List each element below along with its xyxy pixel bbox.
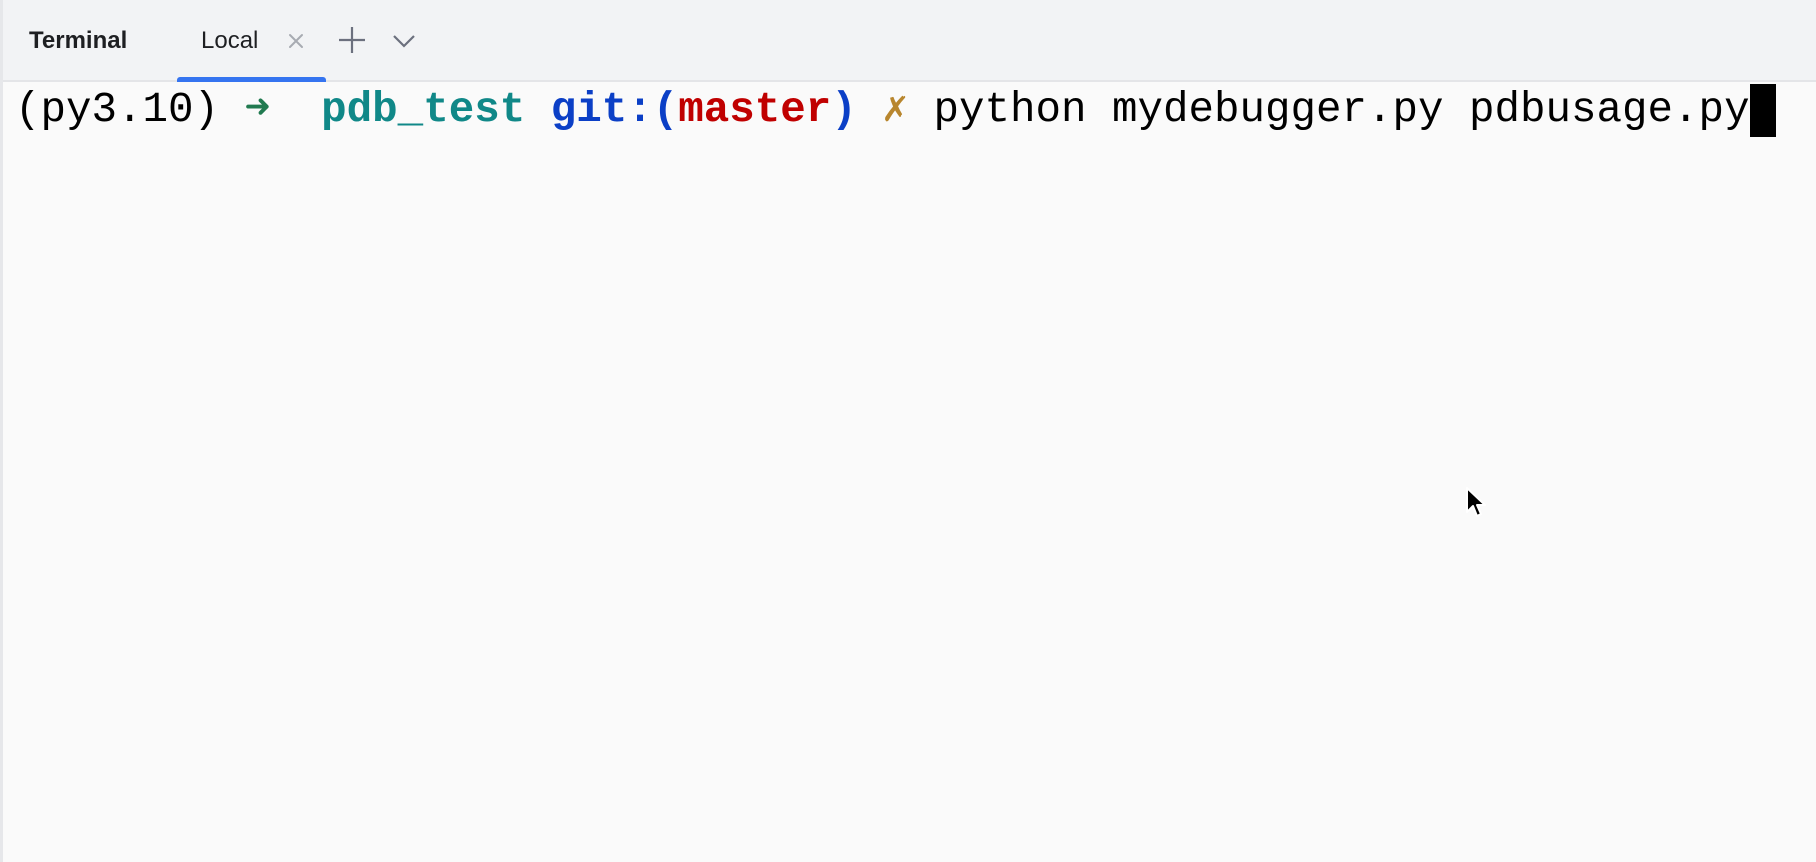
chevron-down-icon[interactable] bbox=[391, 28, 417, 54]
venv-indicator: (py3.10) bbox=[15, 86, 220, 134]
git-prefix: git:( bbox=[550, 86, 679, 134]
dirty-marker-icon: ✗ bbox=[882, 86, 908, 134]
current-directory: pdb_test bbox=[321, 86, 526, 134]
tool-window-header: Terminal Local bbox=[3, 0, 1816, 82]
active-tab-indicator bbox=[177, 77, 326, 82]
terminal-output[interactable]: (py3.10) ➜ pdb_test git:(master) ✗ pytho… bbox=[3, 82, 1816, 862]
command-text[interactable]: python mydebugger.py pdbusage.py bbox=[933, 86, 1750, 134]
plus-icon[interactable] bbox=[336, 24, 368, 56]
tab-label[interactable]: Local bbox=[201, 27, 259, 54]
left-border bbox=[0, 0, 3, 862]
panel-title: Terminal bbox=[29, 27, 128, 54]
git-suffix: ) bbox=[831, 86, 857, 134]
git-branch: master bbox=[678, 86, 832, 134]
text-cursor bbox=[1749, 84, 1776, 137]
tab-local[interactable]: Local bbox=[174, 0, 326, 82]
command-line: (py3.10) ➜ pdb_test git:(master) ✗ pytho… bbox=[15, 84, 1776, 137]
prompt-arrow-icon: ➜ bbox=[244, 86, 271, 134]
close-icon[interactable] bbox=[285, 30, 307, 52]
mouse-pointer-icon bbox=[1465, 486, 1487, 520]
